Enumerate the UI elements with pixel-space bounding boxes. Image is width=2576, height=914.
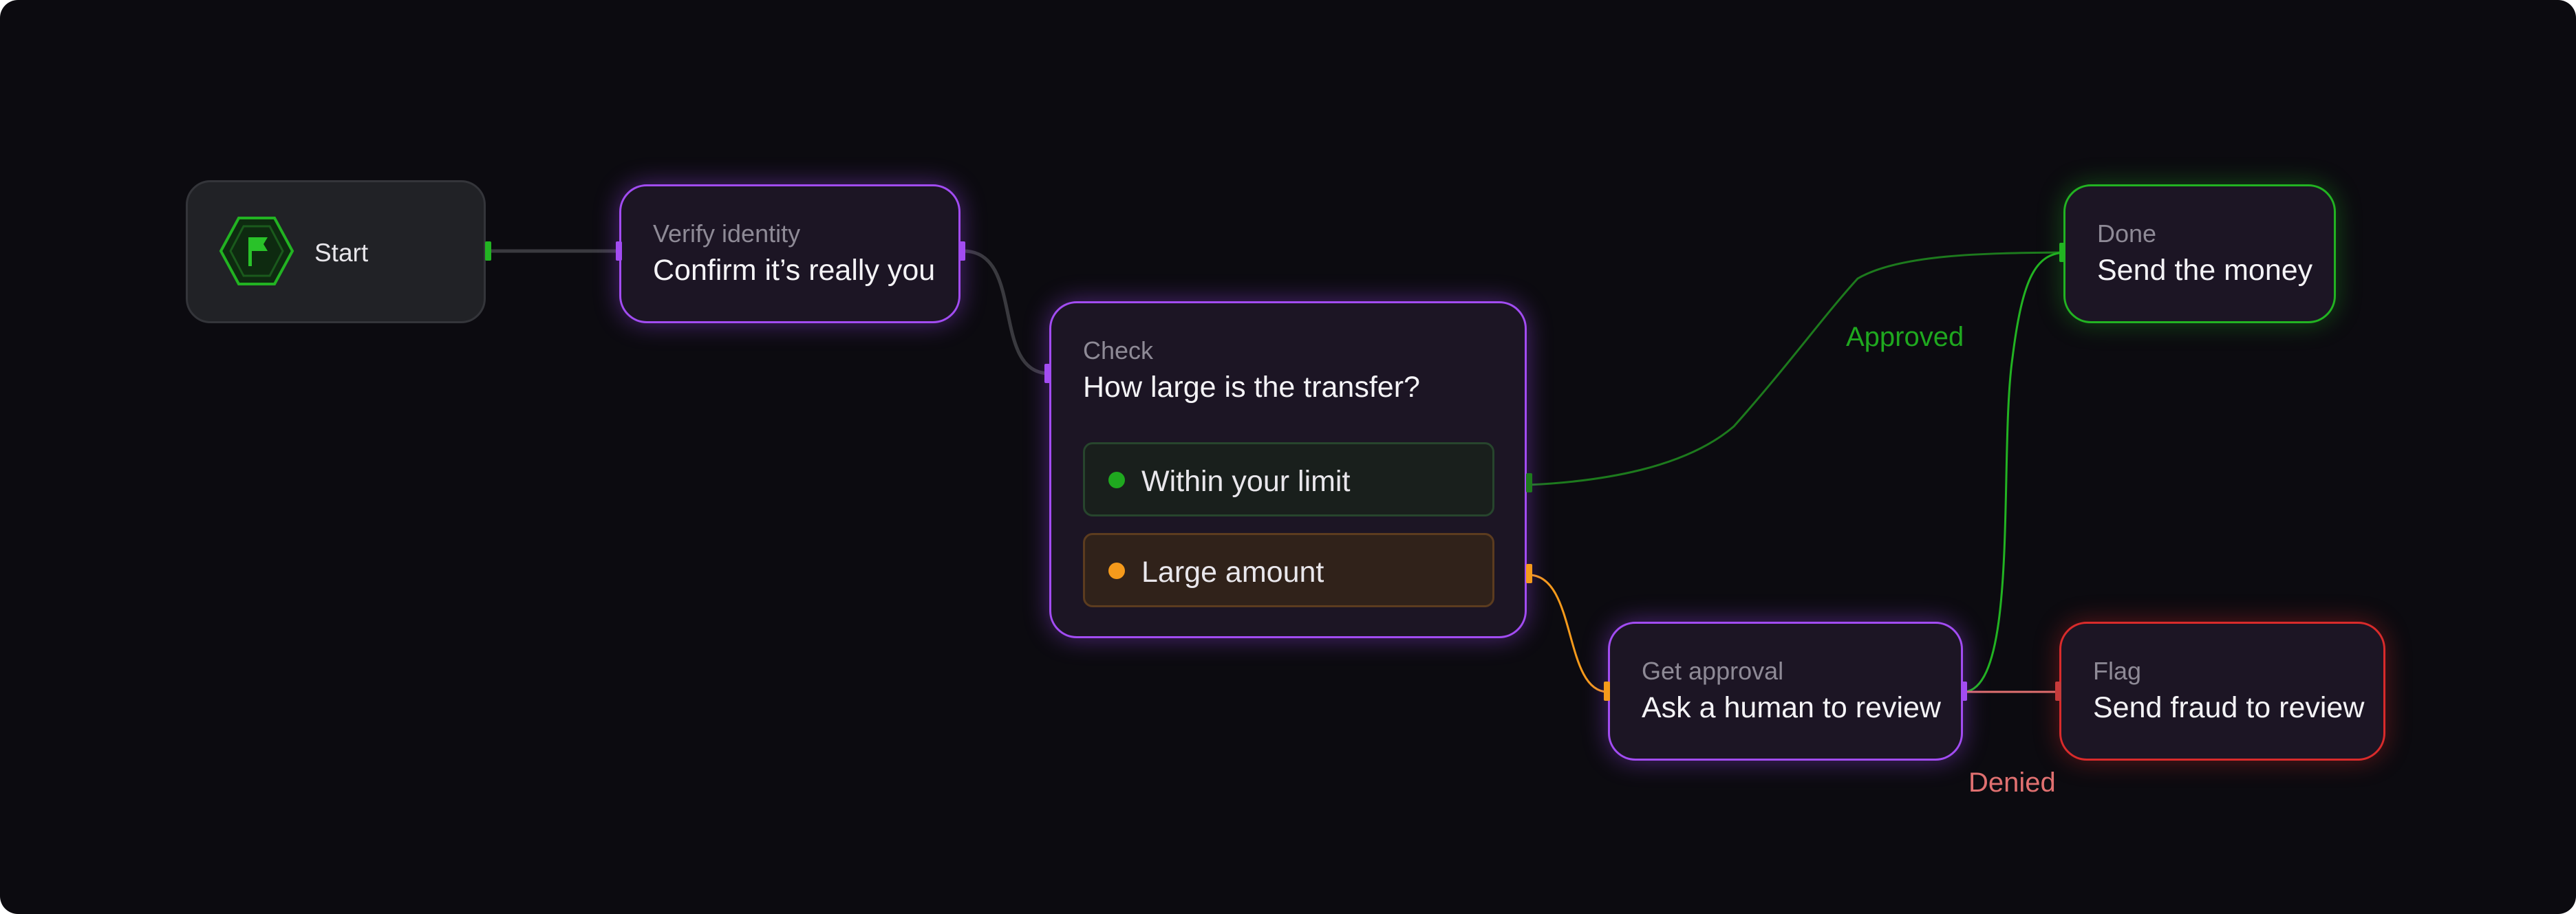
edge-label-denied: Denied (1968, 768, 2056, 798)
node-title: How large is the transfer? (1083, 371, 1420, 404)
port-approval-in[interactable] (1604, 682, 1610, 701)
node-title: Send the money (2097, 254, 2313, 287)
port-done-in[interactable] (2059, 243, 2065, 262)
node-kicker: Flag (2093, 657, 2142, 685)
status-dot-green (1108, 472, 1125, 488)
node-title: Confirm it’s really you (653, 254, 936, 287)
node-kicker: Verify identity (653, 219, 801, 248)
port-large-amount-out[interactable] (1526, 564, 1532, 583)
edge-within-limit-to-done (1528, 251, 2065, 486)
option-label: Within your limit (1141, 465, 1351, 498)
edge-large-amount-to-approval (1528, 574, 1608, 693)
option-large-amount[interactable]: Large amount (1083, 533, 1494, 607)
flag-icon (219, 217, 294, 285)
port-check-in[interactable] (1044, 364, 1051, 383)
option-within-limit[interactable]: Within your limit (1083, 442, 1494, 516)
port-verify-in[interactable] (616, 241, 622, 261)
start-label: Start (314, 239, 369, 267)
node-kicker: Get approval (1642, 657, 1784, 685)
port-flag-in[interactable] (2055, 682, 2061, 701)
start-node[interactable]: Start (186, 180, 486, 323)
edge-verify-to-check (963, 249, 1049, 376)
node-title: Ask a human to review (1642, 691, 1941, 724)
flag-node[interactable]: Flag Send fraud to review (2059, 622, 2385, 761)
done-node[interactable]: Done Send the money (2063, 184, 2336, 323)
check-node[interactable]: Check How large is the transfer? Within … (1049, 301, 1527, 638)
edge-label-approved: Approved (1846, 322, 1964, 352)
port-approval-out[interactable] (1961, 682, 1967, 701)
status-dot-orange (1108, 563, 1125, 579)
option-label: Large amount (1141, 556, 1324, 589)
edge-approval-to-done (1964, 251, 2065, 693)
node-kicker: Check (1083, 336, 1154, 364)
port-start-out[interactable] (485, 241, 491, 261)
verify-identity-node[interactable]: Verify identity Confirm it’s really you (619, 184, 960, 323)
get-approval-node[interactable]: Get approval Ask a human to review (1608, 622, 1963, 761)
node-kicker: Done (2097, 219, 2157, 248)
node-title: Send fraud to review (2093, 691, 2365, 724)
port-verify-out[interactable] (959, 241, 965, 261)
port-within-limit-out[interactable] (1526, 473, 1532, 492)
